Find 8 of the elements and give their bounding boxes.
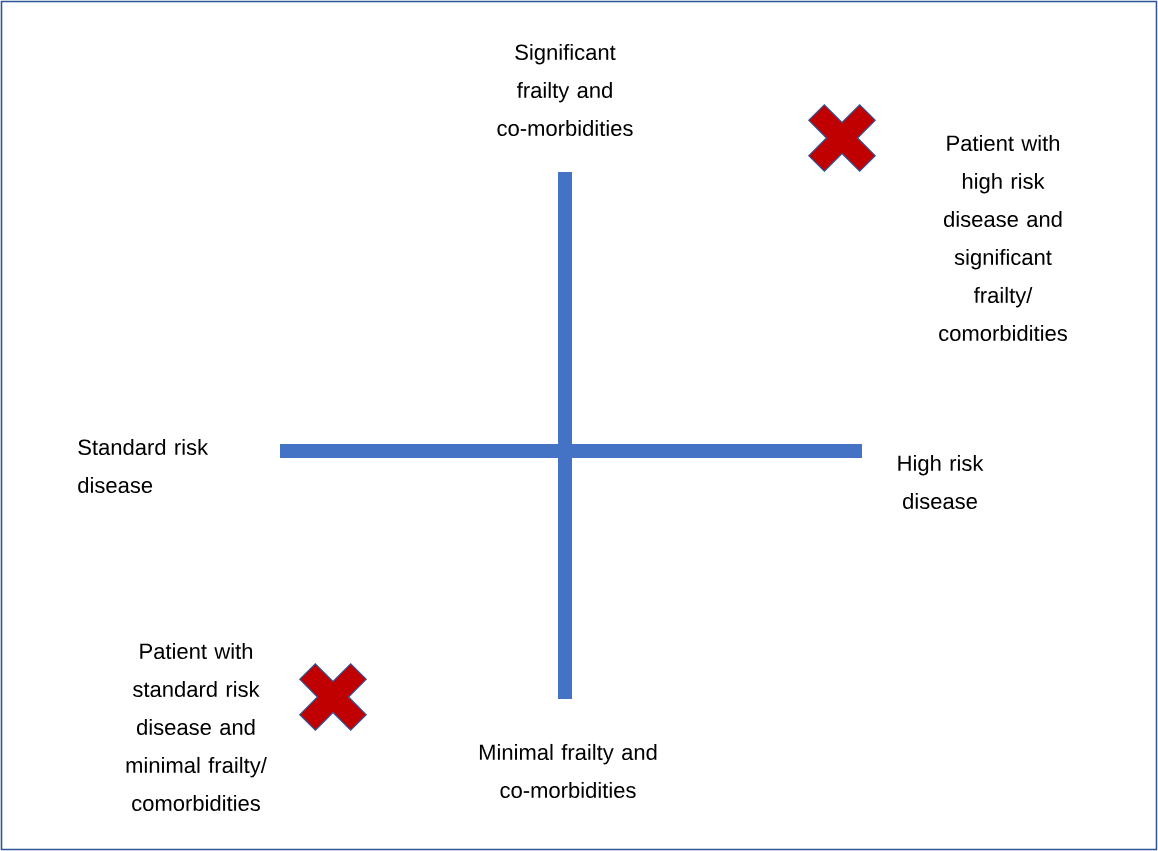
annotation-text: Patient with standard risk disease and minimal frailty/ comorbidities <box>126 642 267 812</box>
axis-label: Standard risk disease <box>78 438 209 494</box>
axis-label: Significant frailty and co-morbidities <box>497 43 633 137</box>
cross-mark <box>807 103 877 173</box>
annotation-text: Patient with high risk disease and significant frailty/ comorbidities <box>939 134 1067 342</box>
cross-mark <box>298 662 368 732</box>
axis-label: Minimal frailty and co-morbidities <box>479 743 657 799</box>
axis-label: High risk disease <box>898 454 984 510</box>
